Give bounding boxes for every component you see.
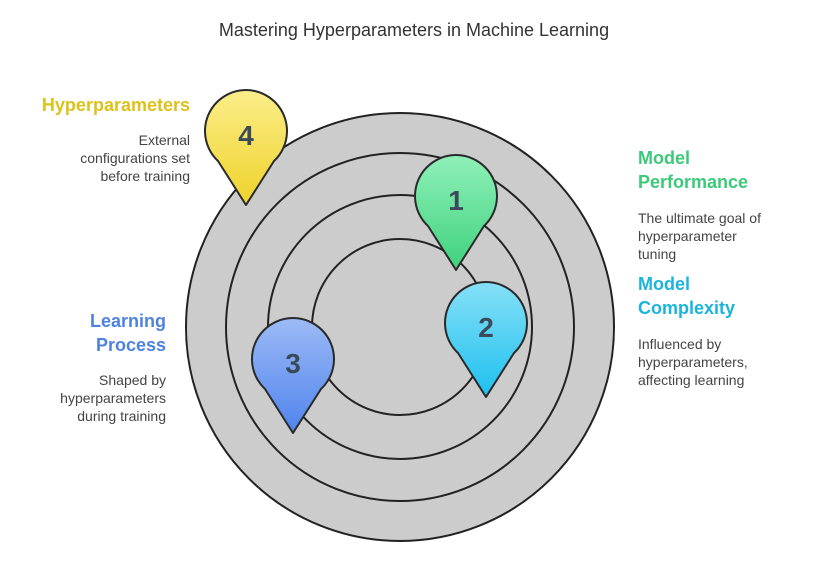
model-complexity-label: Model Complexity (638, 272, 818, 320)
label-line: Process (95, 335, 166, 355)
model-performance-description: The ultimate goal of hyperparameter tuni… (638, 209, 818, 263)
label-line: Learning (89, 311, 166, 331)
description-line: hyperparameters (60, 390, 166, 406)
pin-4-number: 4 (238, 120, 254, 151)
label-line: Model (638, 148, 690, 168)
pin-1: 1 (414, 154, 498, 271)
model-complexity-description: Influenced by hyperparameters, affecting… (638, 335, 818, 389)
pin-2: 2 (444, 281, 528, 398)
description-line: The ultimate goal of (638, 210, 761, 226)
description-line: affecting learning (638, 372, 745, 388)
label-line: Model (638, 274, 690, 294)
description-line: tuning (638, 246, 677, 262)
hyperparameters-label: Hyperparameters (20, 93, 190, 117)
description-line: Influenced by (638, 336, 722, 352)
pin-4: 4 (204, 89, 288, 206)
pin-2-number: 2 (478, 312, 494, 343)
pin-3-number: 3 (285, 348, 301, 379)
description-line: External (138, 132, 190, 148)
learning-process-description: Shaped by hyperparameters during trainin… (20, 371, 166, 425)
diagram-title: Mastering Hyperparameters in Machine Lea… (218, 20, 610, 40)
description-line: hyperparameters, (638, 354, 748, 370)
label-line: Hyperparameters (41, 95, 190, 115)
learning-process-label: Learning Process (20, 309, 166, 357)
pin-1-number: 1 (448, 185, 464, 216)
description-line: during training (77, 408, 166, 424)
label-line: Performance (638, 172, 749, 192)
model-performance-label: Model Performance (638, 146, 818, 194)
description-line: configurations set (80, 150, 190, 166)
label-line: Complexity (638, 298, 736, 318)
hyperparameters-description: External configurations set before train… (20, 131, 190, 185)
pin-3: 3 (251, 317, 335, 434)
description-line: before training (100, 168, 190, 184)
description-line: Shaped by (99, 372, 166, 388)
description-line: hyperparameter (638, 228, 737, 244)
